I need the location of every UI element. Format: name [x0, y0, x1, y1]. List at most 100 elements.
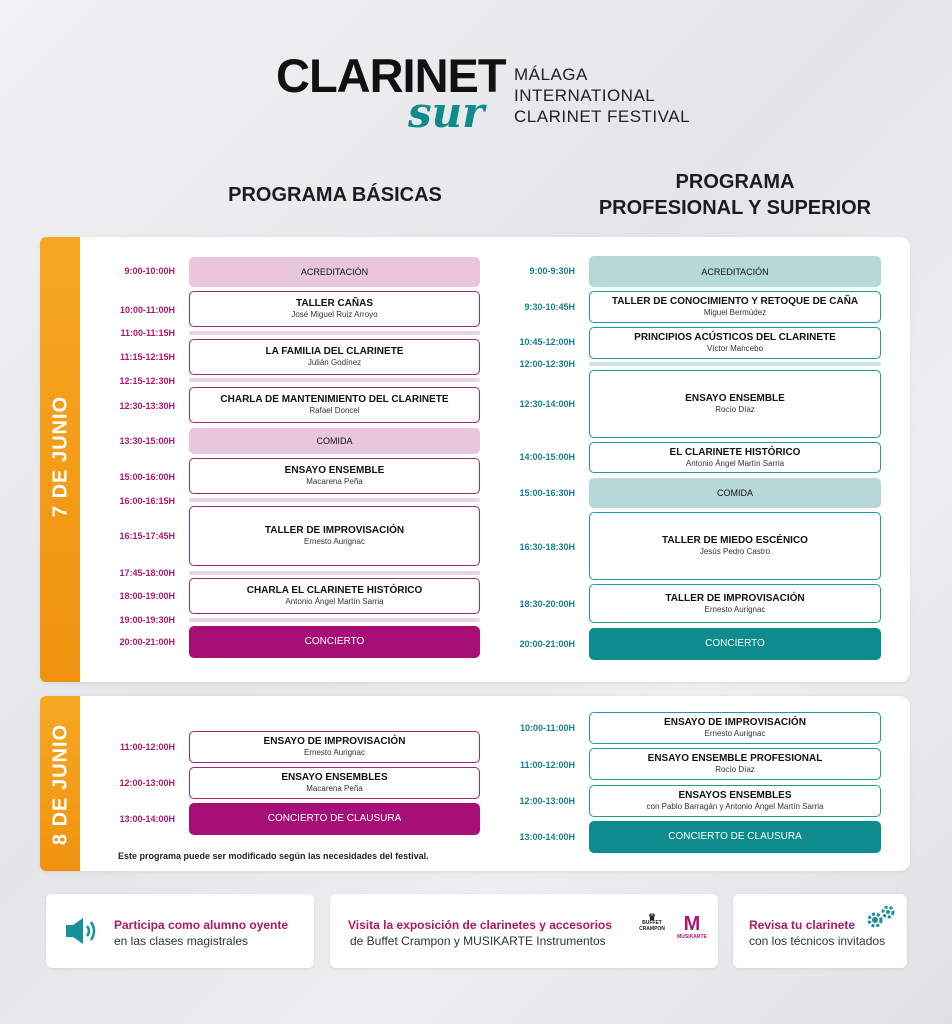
footer-oyente-text: en las clases magistrales [114, 934, 249, 948]
time-label: 12:00-12:30H [519, 359, 575, 369]
slot-title: CONCIERTO DE CLAUSURA [668, 831, 802, 842]
slot-title: TALLER DE IMPROVISACIÓN [264, 525, 405, 536]
slot-speaker: Miguel Bermúdez [703, 308, 767, 317]
time-label: 10:45-12:00H [519, 337, 575, 347]
time-label: 18:30-20:00H [519, 599, 575, 609]
slot-title: ENSAYO ENSEMBLE PROFESIONAL [647, 753, 823, 764]
slot-speaker: Macarena Peña [306, 784, 363, 793]
footer-card-oyente: Participa como alumno oyente en las clas… [46, 894, 314, 968]
logo-subtitle: MÁLAGA INTERNATIONAL CLARINET FESTIVAL [514, 64, 690, 127]
break-bar [189, 378, 480, 382]
day1-band [40, 237, 80, 682]
bc-logo-line1: BUFFET [642, 920, 662, 926]
slot-speaker: Antonio Ángel Martín Sarria [685, 458, 785, 468]
time-label: 10:00-11:00H [119, 305, 175, 315]
day2-band [40, 696, 80, 871]
footer-card-revisa: Revisa tu clarinete con los técnicos inv… [733, 894, 907, 968]
slot-title: ENSAYO ENSEMBLE [284, 465, 385, 476]
slot-title: CHARLA EL CLARINETE HISTÓRICO [246, 585, 423, 596]
time-label: 13:00-14:00H [119, 814, 175, 824]
slot-speaker: Ernesto Aurignac [704, 604, 766, 614]
slot-title: EL CLARINETE HISTÓRICO [669, 446, 801, 458]
time-label: 17:45-18:00H [119, 568, 175, 578]
time-label: 12:00-13:00H [519, 796, 575, 806]
slot-speaker: Ernesto Aurignac [304, 748, 365, 757]
day1-label: 7 DE JUNIO [49, 395, 72, 518]
gears-icon [867, 905, 895, 928]
title-prof-line2: PROFESIONAL Y SUPERIOR [598, 197, 872, 219]
slot-speaker: José Miguel Ruiz Arroyo [291, 310, 378, 319]
slot-title: CONCIERTO [705, 638, 765, 649]
time-label: 11:15-12:15H [119, 352, 175, 362]
time-label: 13:00-14:00H [519, 832, 575, 842]
break-bar [189, 331, 480, 335]
slot-speaker: Ernesto Aurignac [704, 729, 766, 738]
time-label: 13:30-15:00H [119, 436, 175, 446]
time-label: 20:00-21:00H [519, 639, 575, 649]
schedule-slot: CONCIERTO DE CLAUSURA [589, 821, 881, 853]
time-label: 16:15-17:45H [119, 531, 175, 541]
slot-title: ACREDITACIÓN [300, 267, 369, 277]
footer-expo-highlight: Visita la exposición de clarinetes y acc… [348, 918, 612, 932]
day2-label: 8 DE JUNIO [49, 723, 72, 846]
time-label: 15:00-16:00H [119, 472, 175, 482]
break-bar [189, 498, 480, 502]
schedule-slot: CONCIERTO [589, 628, 881, 660]
slot-title: ENSAYO DE IMPROVISACIÓN [664, 717, 806, 728]
time-label: 14:00-15:00H [519, 452, 575, 462]
time-label: 10:00-11:00H [519, 723, 575, 733]
slot-title: ACREDITACIÓN [701, 266, 769, 277]
slot-title: TALLER DE MIEDO ESCÉNICO [662, 535, 808, 546]
schedule-slot: COMIDA [589, 478, 881, 508]
footer-revisa-highlight: Revisa tu clarinete [749, 918, 856, 932]
break-bar [589, 362, 881, 366]
schedule-slot: ACREDITACIÓN [189, 257, 480, 287]
time-label: 11:00-12:00H [519, 760, 575, 770]
musikarte-logo: M MUSIKARTE [674, 914, 710, 940]
title-basicas: PROGRAMA BÁSICAS [228, 184, 442, 206]
mk-logo-text: MUSIKARTE [677, 934, 707, 940]
time-label: 9:00-10:00H [124, 266, 175, 276]
footer-revisa-text: con los técnicos invitados [749, 934, 886, 948]
speaker-icon [66, 918, 96, 944]
slot-title: CONCIERTO DE CLAUSURA [267, 813, 402, 824]
bc-logo-line2: CRAMPON [639, 926, 665, 932]
slot-title: TALLER CAÑAS [295, 298, 374, 309]
schedule-slot: TALLER DE CONOCIMIENTO Y RETOQUE DE CAÑA… [589, 291, 881, 323]
slot-speaker: Rocío Díaz [715, 405, 755, 414]
slot-title: ENSAYO ENSEMBLES [281, 772, 388, 783]
slot-speaker: con Pablo Barragán y Antonio Ángel Martí… [646, 802, 824, 811]
logo-sub-line3: CLARINET FESTIVAL [514, 107, 691, 126]
time-label: 15:00-16:30H [519, 488, 575, 498]
slot-title: COMIDA [717, 488, 753, 498]
time-label: 12:00-13:00H [119, 778, 175, 788]
disclaimer-note: Este programa puede ser modificado según… [118, 851, 429, 861]
title-profesional: PROGRAMA PROFESIONAL Y SUPERIOR [570, 169, 900, 221]
title-prof-line1: PROGRAMA [675, 171, 795, 193]
schedule-slot: CONCIERTO [189, 626, 480, 658]
slot-title: COMIDA [316, 436, 353, 446]
slot-speaker: Rafael Doncel [309, 406, 360, 415]
time-label: 12:30-13:30H [119, 401, 175, 411]
schedule-slot: CONCIERTO DE CLAUSURA [189, 803, 480, 835]
time-label: 19:00-19:30H [119, 615, 175, 625]
slot-speaker: Jesús Pedro Castro [699, 547, 771, 556]
footer-card-exposicion: Visita la exposición de clarinetes y acc… [330, 894, 718, 968]
logo-sub-line2: INTERNATIONAL [514, 86, 656, 105]
logo-sub-line1: MÁLAGA [514, 65, 588, 84]
slot-title: LA FAMILIA DEL CLARINETE [265, 346, 404, 357]
time-label: 16:00-16:15H [119, 496, 175, 506]
slot-title: TALLER DE IMPROVISACIÓN [665, 592, 805, 604]
time-label: 12:30-14:00H [519, 399, 575, 409]
